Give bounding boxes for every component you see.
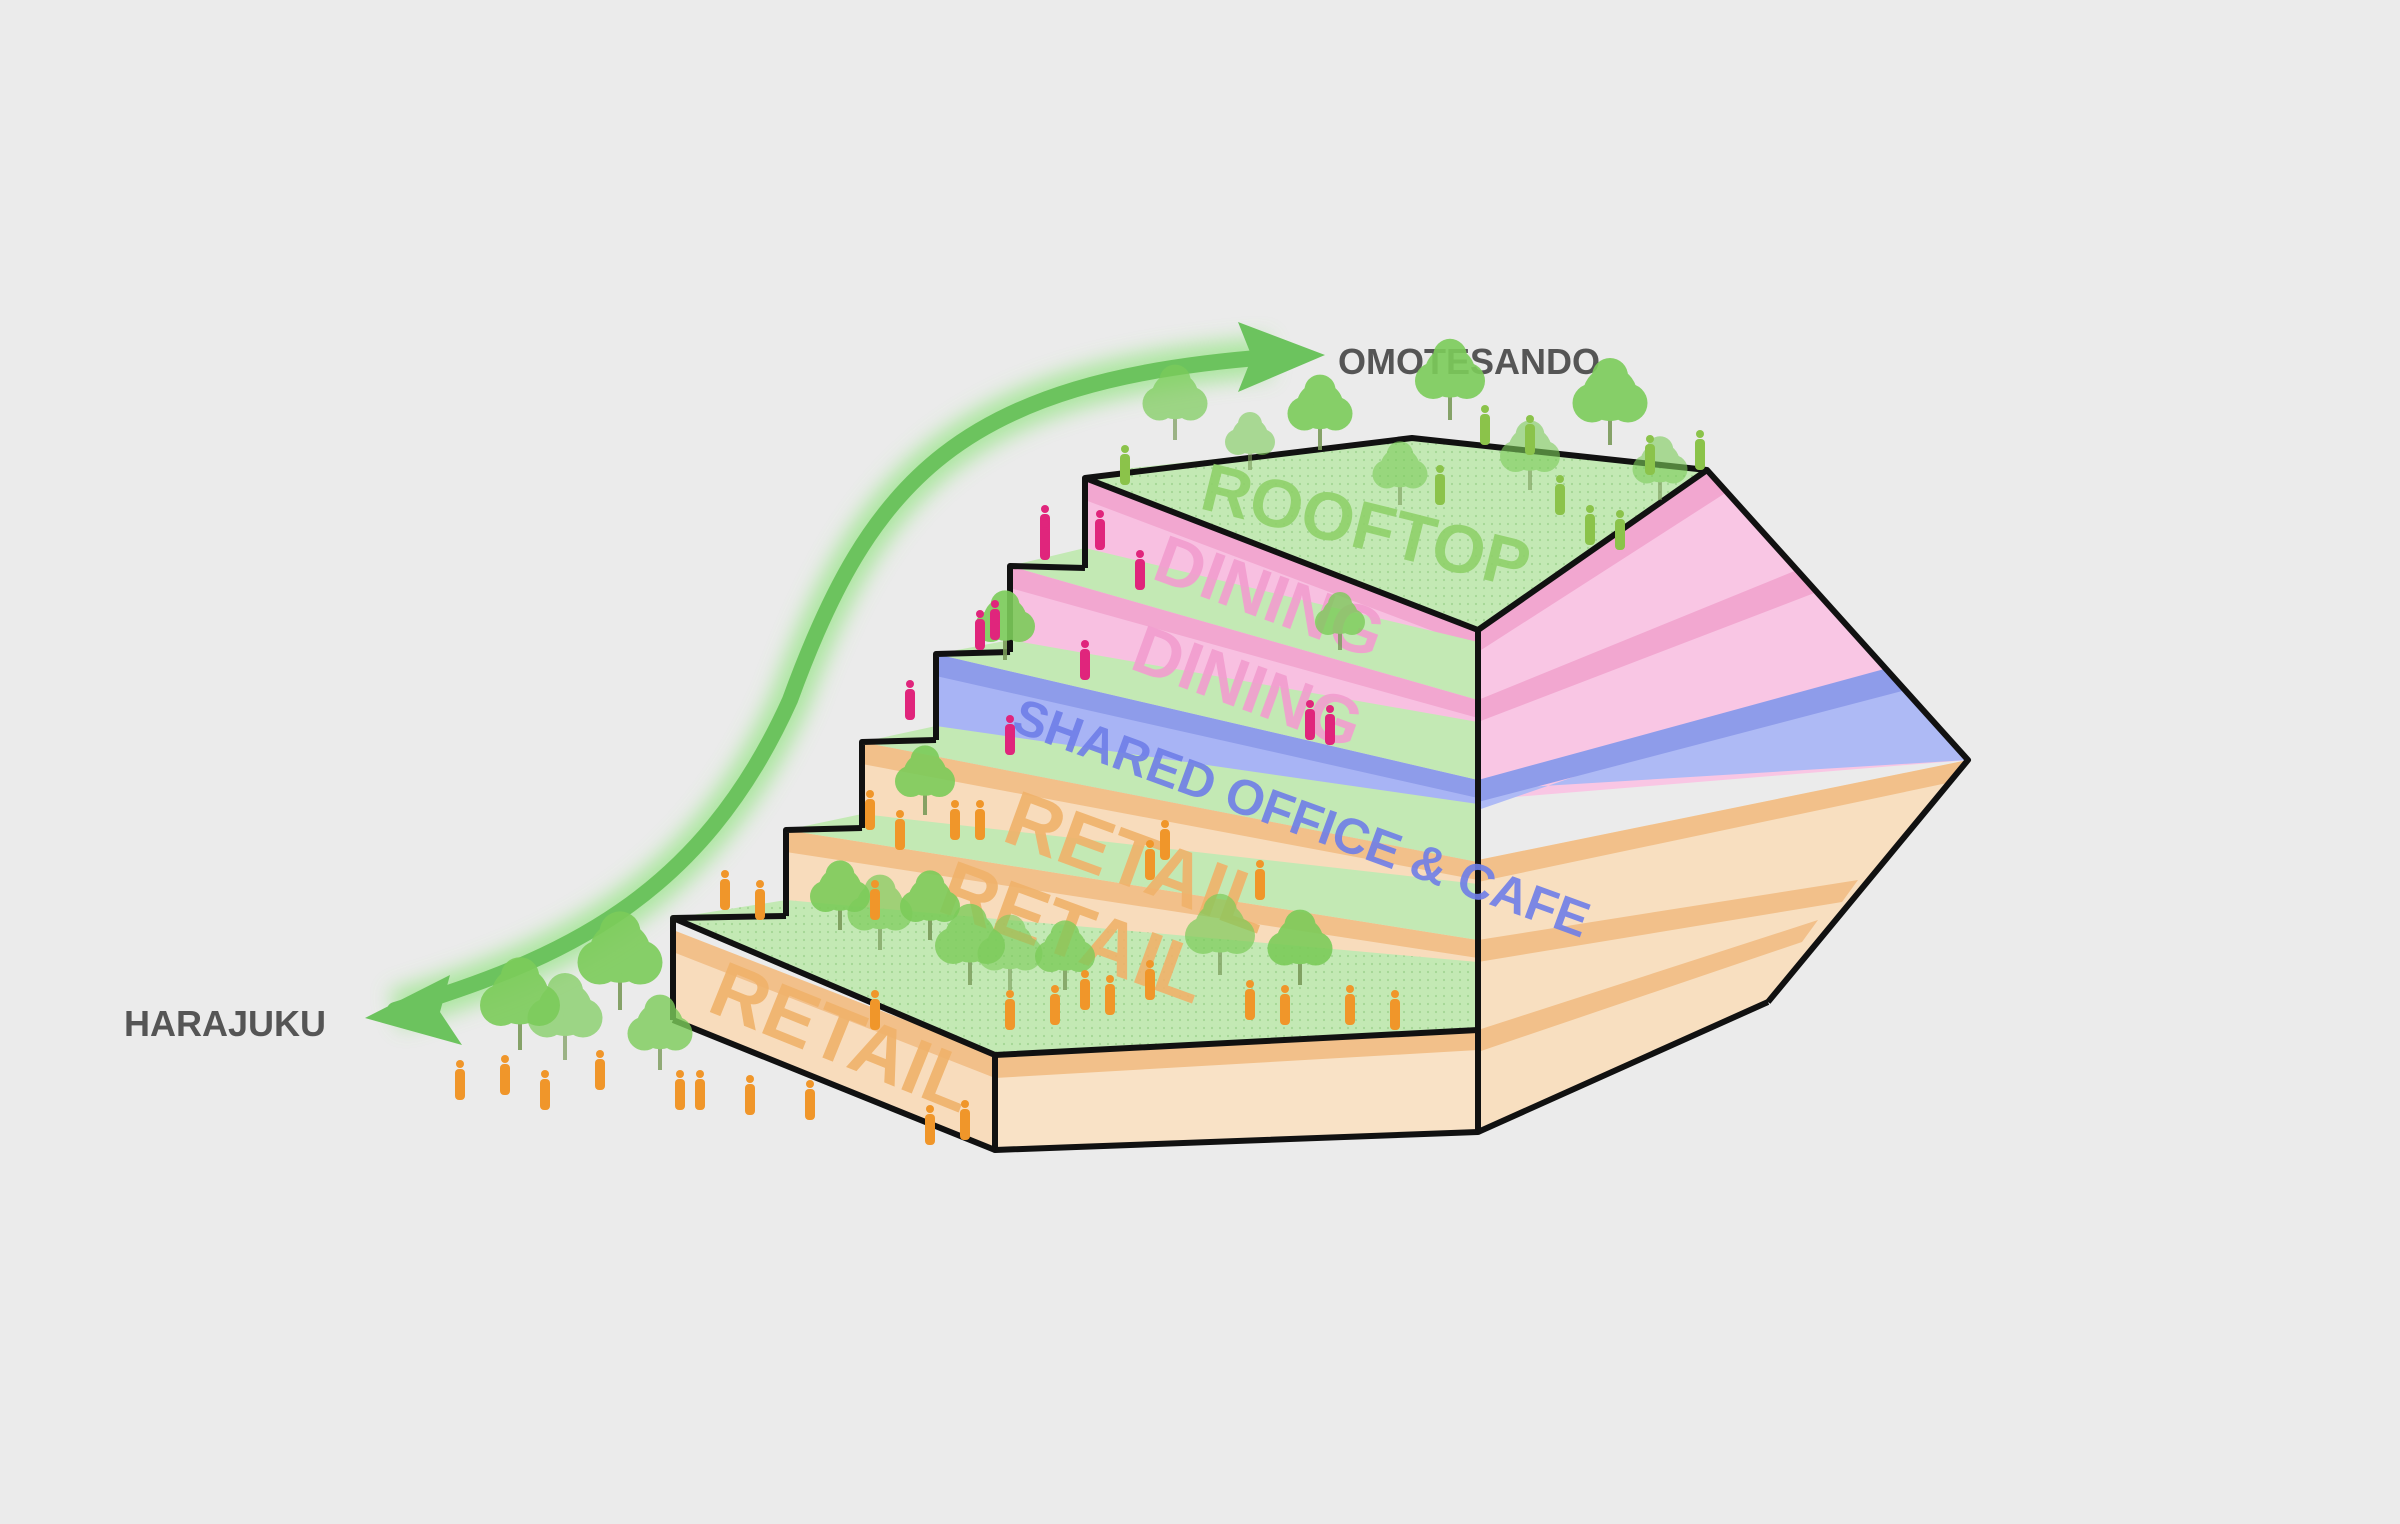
dining-lower-band: [1010, 566, 1478, 718]
person-icon: [455, 1060, 465, 1100]
retail-upper-terrace: [786, 814, 1478, 940]
person-icon: [720, 870, 730, 910]
person-icon: [960, 1100, 970, 1140]
person-icon: [1245, 980, 1255, 1020]
person-icon: [1345, 985, 1355, 1025]
person-icon: [990, 600, 1000, 640]
person-icon: [870, 990, 880, 1030]
tree-icon: [900, 870, 961, 940]
tree-icon: [1572, 358, 1648, 445]
person-icon: [1005, 715, 1015, 755]
person-icon: [1695, 430, 1705, 470]
tree-icon: [1415, 338, 1486, 420]
person-icon: [675, 1070, 685, 1110]
person-icon: [895, 810, 905, 850]
tree-icon: [895, 745, 956, 815]
person-icon: [1585, 505, 1595, 545]
person-icon: [1325, 705, 1335, 745]
tree-icon: [1035, 920, 1095, 990]
office-terrace: [862, 726, 1478, 862]
person-icon: [1135, 550, 1145, 590]
retail-band-1: [862, 742, 1478, 880]
person-icon: [1120, 445, 1130, 485]
person-icon: [695, 1070, 705, 1110]
rooftop-dots: [1085, 438, 1707, 630]
person-icon: [1005, 990, 1015, 1030]
person-icon: [1390, 990, 1400, 1030]
side-band-blue: [1478, 668, 1906, 802]
person-icon: [1095, 510, 1105, 550]
person-icon: [1105, 975, 1115, 1015]
person-icon: [975, 800, 985, 840]
person-icon: [950, 800, 960, 840]
tree-icon: [1142, 364, 1208, 440]
person-icon: [1280, 985, 1290, 1025]
tree-icon: [1267, 909, 1333, 985]
person-icon: [745, 1075, 755, 1115]
trees: [480, 338, 1688, 1070]
side-band-pink-2: [1478, 570, 1817, 722]
person-icon: [805, 1080, 815, 1120]
tree-icon: [1315, 592, 1365, 650]
tree-icon: [577, 911, 663, 1010]
person-icon: [865, 790, 875, 830]
retail-band-3: [673, 930, 995, 1078]
side-band-pink-1: [1478, 470, 1727, 652]
person-icon: [1040, 520, 1050, 560]
person-icon: [1145, 840, 1155, 880]
person-icon: [1050, 985, 1060, 1025]
terraces: [673, 438, 1707, 1055]
person-icon: [1435, 465, 1445, 505]
terrace-dots: [673, 900, 1478, 1055]
person-icon: [540, 1070, 550, 1110]
office-band: [936, 654, 1478, 798]
harajuku-label: HARAJUKU: [124, 1003, 326, 1044]
tree-icon: [1185, 893, 1256, 975]
person-icon: [1480, 405, 1490, 445]
retail-band-4: [995, 1030, 1478, 1078]
dining-lower-terrace: [936, 640, 1478, 780]
person-icon: [1305, 700, 1315, 740]
person-icon: [1645, 435, 1655, 475]
person-icon: [925, 1105, 935, 1145]
tree-icon: [1287, 374, 1353, 450]
side-band-orange-3: [1478, 920, 1818, 1052]
person-icon: [1080, 970, 1090, 1010]
flow-arrow-icon: [365, 322, 1325, 1045]
retail-lower-front: [673, 930, 995, 1150]
person-icon: [975, 610, 985, 650]
tree-icon: [627, 994, 693, 1070]
tree-icon: [527, 973, 603, 1060]
person-icon: [1255, 860, 1265, 900]
person-icon: [1145, 960, 1155, 1000]
side-band-orange-2: [1478, 880, 1858, 962]
person-icon: [1555, 475, 1565, 515]
person-icon: [870, 880, 880, 920]
tree-icon: [977, 914, 1043, 990]
person-icon: [905, 680, 915, 720]
person-icon: [1080, 640, 1090, 680]
person-icon: [1615, 510, 1625, 550]
person-icon: [1160, 820, 1170, 860]
person-icon: [595, 1050, 605, 1090]
tree-icon: [1225, 412, 1275, 470]
side-band-orange-1: [1478, 760, 1968, 882]
person-icon: [755, 880, 765, 920]
person-icon: [500, 1055, 510, 1095]
dining-upper-band: [1085, 478, 1478, 648]
tree-icon: [1372, 441, 1428, 505]
person-icon: [1525, 415, 1535, 455]
people: [455, 405, 1705, 1145]
dining-upper-terrace: [1010, 548, 1478, 700]
